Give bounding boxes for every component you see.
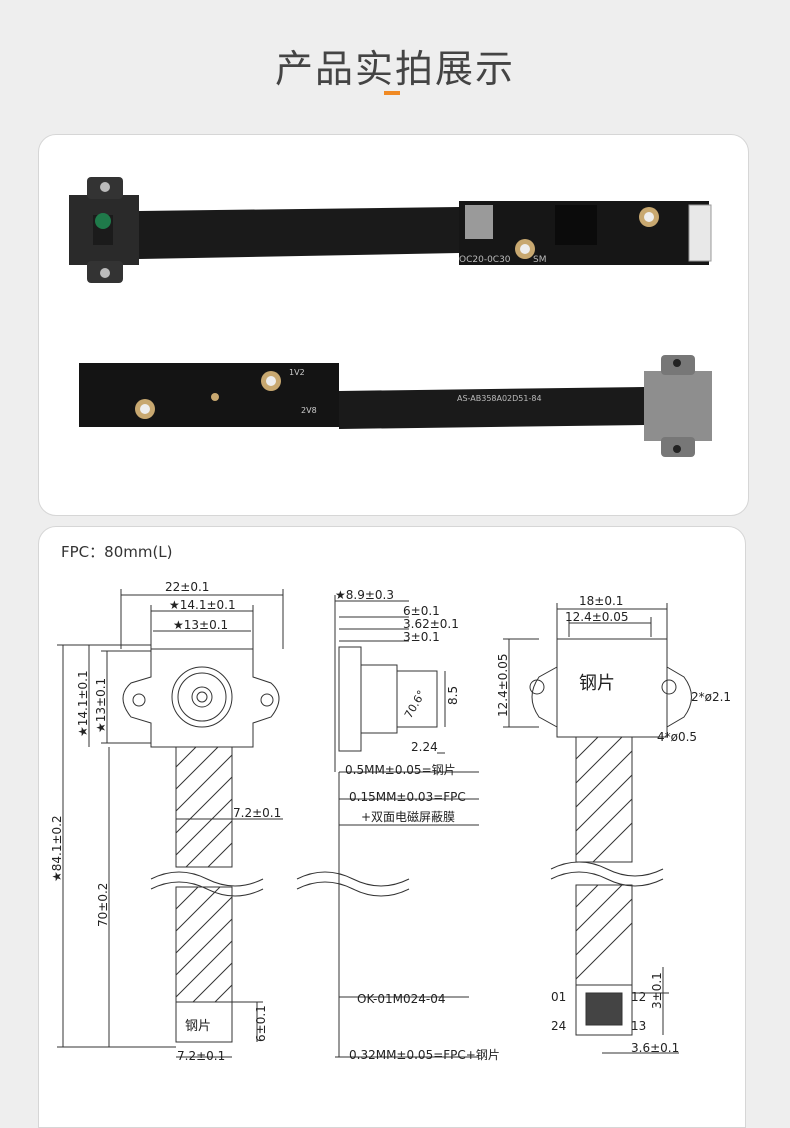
dim-back-36: 3.6±0.1 [631,1041,679,1055]
connector-part-number: OK-01M024-04 [357,992,446,1006]
drawing-card: FPC：80mm(L) [38,526,746,1128]
dim-height-14: ★14.1±0.1 [76,670,90,737]
dim-thickness-89: ★8.9±0.3 [335,588,394,602]
dim-back-18: 18±0.1 [579,594,623,608]
pin-13-label: 13 [631,1019,646,1033]
top-camera-module: OC20-0C30 SM [69,177,712,283]
dim-bottom-width: 7.2±0.1 [177,1049,225,1063]
fpc-length-label: FPC：80mm(L) [61,543,173,561]
product-photos: OC20-0C30 SM 1V2 2V8 AS-AB358A02D51-84 [69,177,712,457]
pin-01-label: 01 [551,990,566,1004]
dim-hole-05: 4*ø0.5 [657,730,697,744]
page-title: 产品实拍展示 [274,47,515,91]
dim-width-22: 22±0.1 [165,580,209,594]
bottom-camera-module: 1V2 2V8 AS-AB358A02D51-84 [79,355,712,457]
dim-height-13: ★13±0.1 [94,678,108,733]
dim-side-85: 8.5 [446,686,460,705]
dim-fpc-width: 7.2±0.1 [233,806,281,820]
dim-back-124w: 12.4±0.05 [565,610,629,624]
dim-length-70: 70±0.2 [96,883,110,927]
note-shield-film: +双面电磁屏蔽膜 [361,809,455,824]
dim-side-3: 3±0.1 [403,630,440,644]
board-label-2v8: 2V8 [301,406,317,415]
top-board-text2: SM [533,255,546,265]
front-view [57,589,284,1058]
note-fpc-thickness: 0.15MM±0.03=FPC [349,790,466,804]
dim-hole-21: 2*ø2.1 [691,690,731,704]
note-steel-thickness: 0.5MM±0.05=钢片 [345,763,456,777]
dim-side-224: 2.24 [411,740,438,754]
dim-back-124h: 12.4±0.05 [496,654,510,718]
dim-length-84: ★84.1±0.2 [50,815,64,882]
photo-card: OC20-0C30 SM 1V2 2V8 AS-AB358A02D51-84 [38,134,749,516]
board-label-1v2: 1V2 [289,368,305,377]
pin-24-label: 24 [551,1019,566,1033]
bottom-fpc-text: AS-AB358A02D51-84 [457,394,542,403]
dim-back-3: 3±0.1 [650,972,664,1009]
dim-steel-length: 6±0.1 [254,1005,268,1042]
top-board-text: OC20-0C30 [459,255,511,265]
back-view [503,603,692,1054]
pin-12-label: 12 [631,990,646,1004]
dim-side-6: 6±0.1 [403,604,440,618]
dim-angle: 70.6° [402,688,428,720]
note-total-thickness: 0.32MM±0.05=FPC+钢片 [349,1048,500,1062]
title-accent-bar [384,91,400,95]
technical-drawing: 22±0.1 ★14.1±0.1 ★13±0.1 7.2±0.1 钢片 7.2±… [50,580,731,1063]
dim-width-14: ★14.1±0.1 [169,598,236,612]
side-view [296,595,479,1058]
front-steel-label: 钢片 [185,1019,211,1034]
dim-side-362: 3.62±0.1 [403,617,459,631]
dim-width-13: ★13±0.1 [173,618,228,632]
back-steel-label: 钢片 [579,673,615,694]
